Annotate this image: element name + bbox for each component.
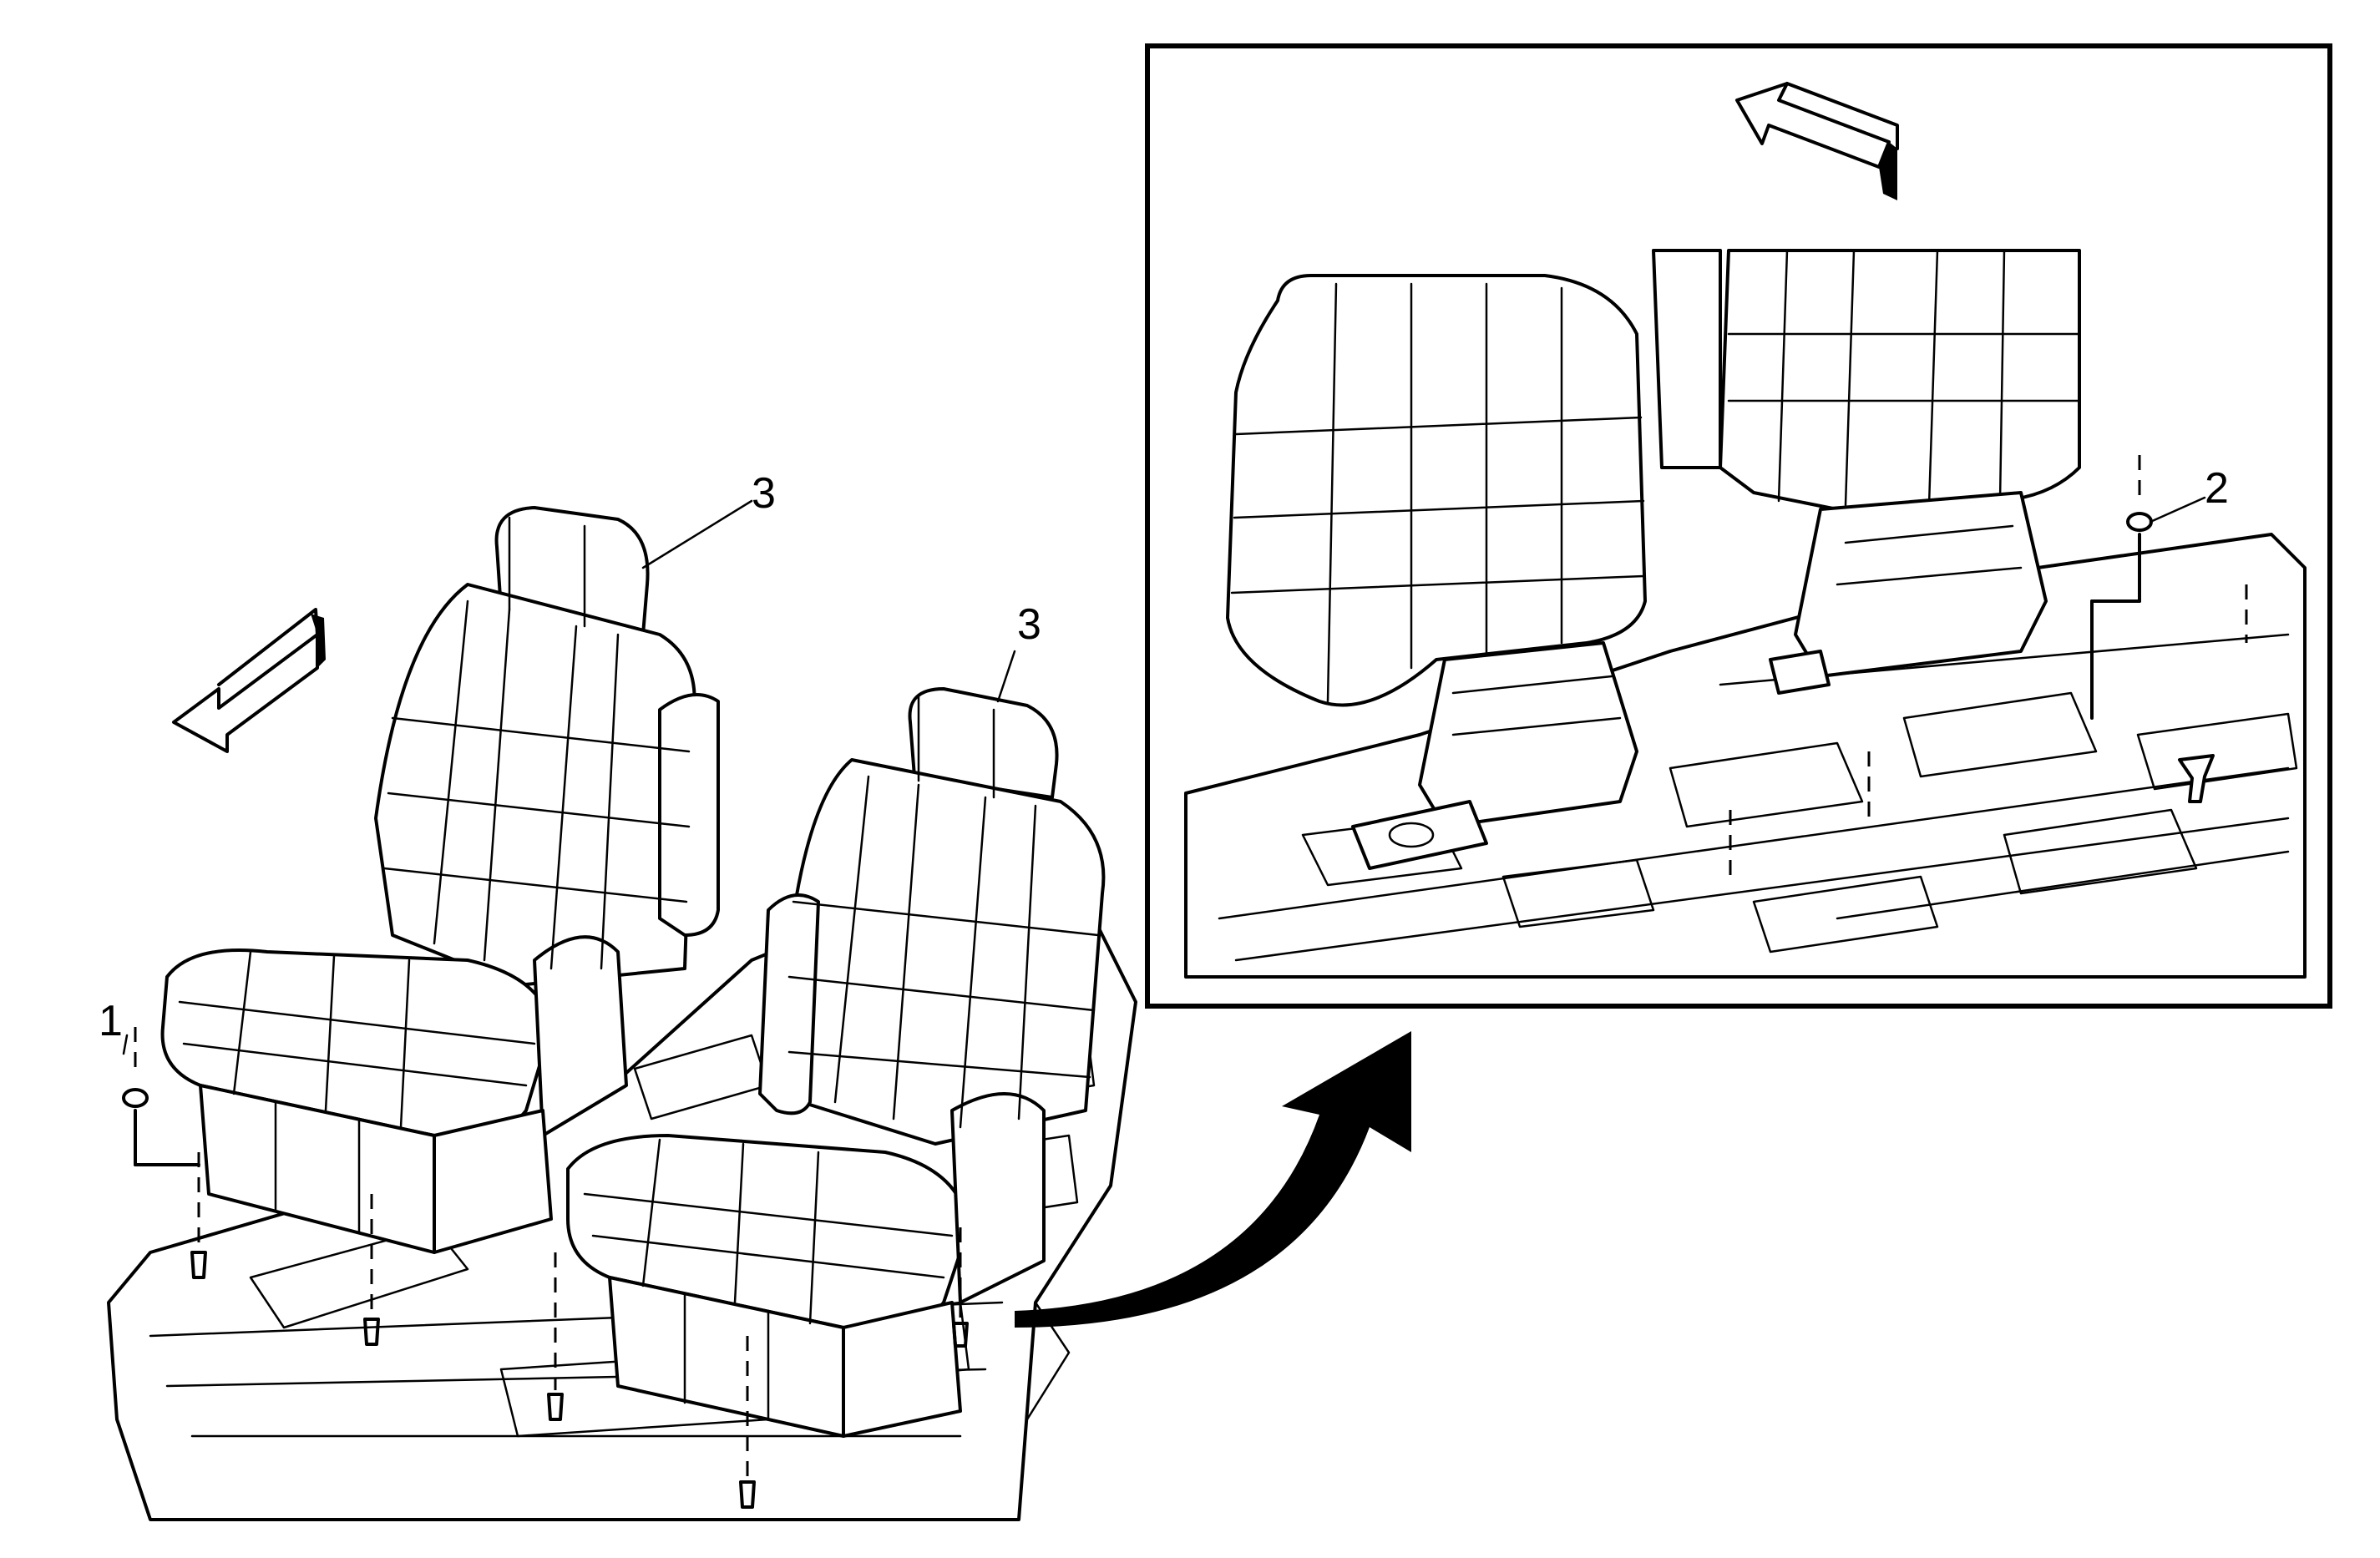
callout-seat-right: 3	[996, 600, 1041, 703]
tie-down-icon	[2178, 754, 2215, 803]
rear-seat-right	[566, 687, 1106, 1438]
curved-arrow-icon	[1015, 1031, 1411, 1328]
inset-seat-rear	[1652, 249, 2081, 695]
inset-seat-front	[1226, 274, 1647, 870]
inset-fastener: 2	[1729, 455, 2248, 877]
forward-arrow-icon	[172, 608, 326, 753]
callout-label: 3	[1017, 600, 1041, 649]
callout-seat-left: 3	[641, 469, 776, 569]
callout-label: 3	[752, 469, 776, 518]
callout-label: 2	[2205, 464, 2229, 513]
nut-icon	[122, 1027, 200, 1166]
bolt-icon	[190, 1152, 207, 1279]
bolt-icon	[363, 1194, 380, 1346]
forward-arrow-icon	[1735, 82, 1899, 200]
bolt-icon	[739, 1336, 756, 1509]
callout-label: 1	[99, 997, 123, 1045]
bolt-icon	[952, 1227, 969, 1348]
seat-fasteners	[122, 1027, 969, 1509]
bolt-icon	[547, 1252, 564, 1421]
callout-fastener-1: 1	[99, 997, 129, 1055]
rear-seat-left	[160, 506, 720, 1254]
detail-inset: 2	[1145, 43, 2332, 1009]
